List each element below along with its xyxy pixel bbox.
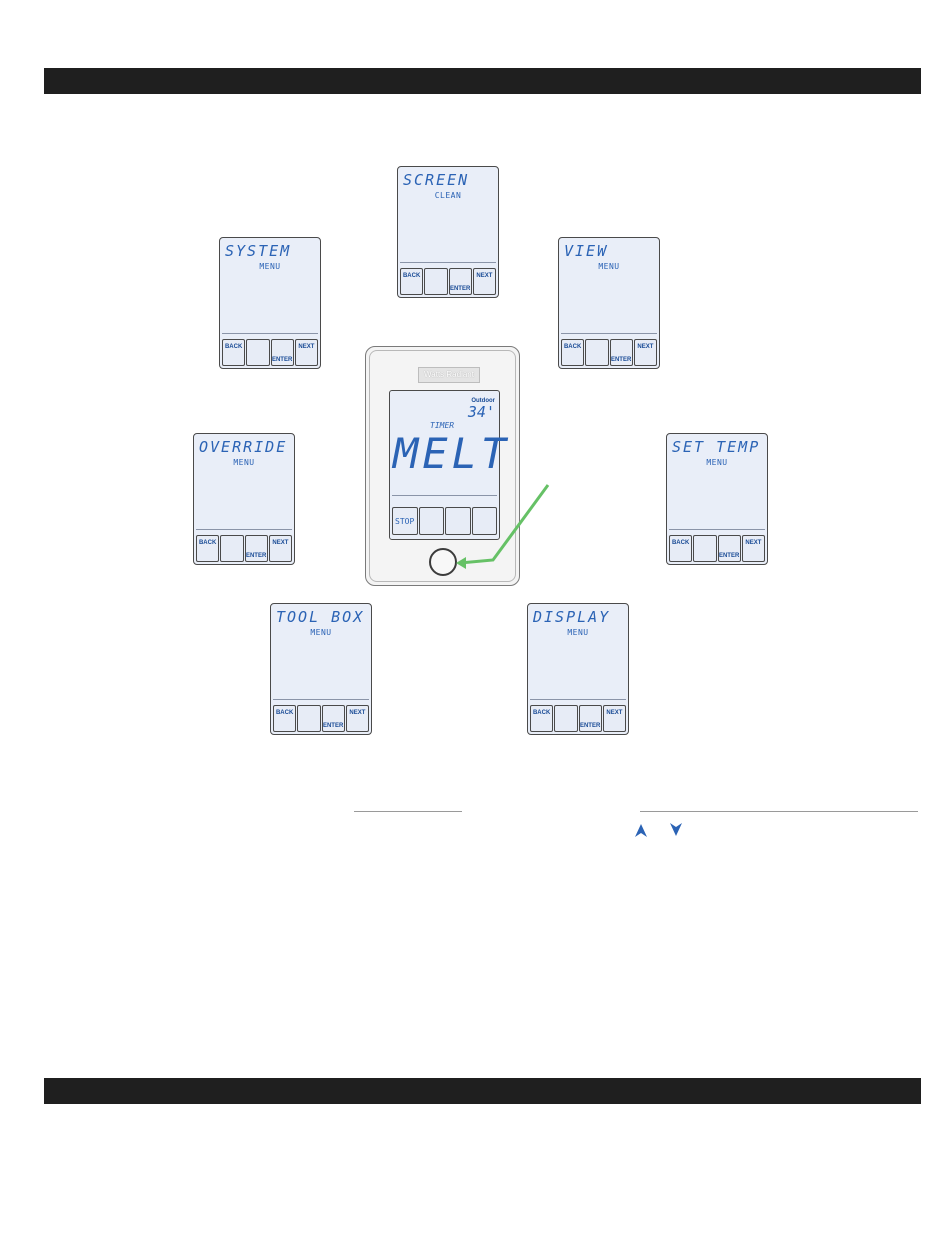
footer-bar <box>44 1078 921 1104</box>
down-arrow-icon <box>670 823 682 836</box>
arrow-icons <box>632 822 692 838</box>
rule-right <box>640 811 918 812</box>
rule-left <box>354 811 462 812</box>
up-arrow-icon <box>635 824 647 837</box>
